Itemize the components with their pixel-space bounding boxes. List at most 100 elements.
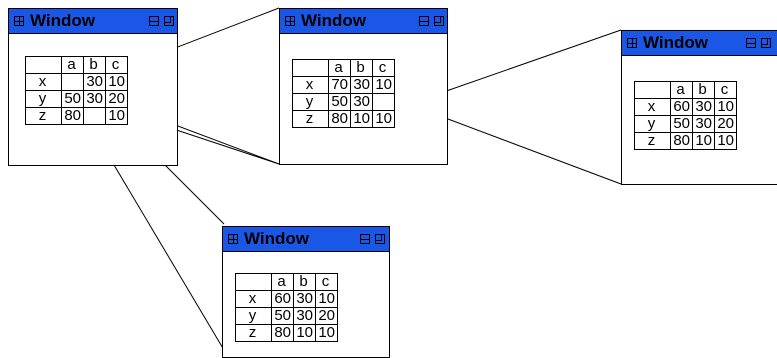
window-grid-icon <box>627 38 637 48</box>
table-cell[interactable]: 10 <box>714 98 737 116</box>
table-row: x 60 30 10 <box>235 290 338 308</box>
window-grid-icon <box>228 234 238 244</box>
column-header: c <box>714 81 737 99</box>
table-row: x 60 30 10 <box>634 98 737 116</box>
window-titlebar[interactable]: Window <box>622 31 777 56</box>
table-cell[interactable]: 30 <box>692 115 715 133</box>
table-cell[interactable]: 70 <box>328 76 351 94</box>
window-title: Window <box>244 229 309 248</box>
table-cell[interactable]: 10 <box>315 324 338 342</box>
row-header: x <box>25 73 62 91</box>
table-cell[interactable]: 30 <box>692 98 715 116</box>
restore-icon[interactable] <box>434 16 444 26</box>
table-cell[interactable]: 30 <box>293 290 316 308</box>
table-cell[interactable]: 30 <box>350 76 373 94</box>
table-cell[interactable]: 30 <box>83 90 106 108</box>
table-cell[interactable]: 50 <box>670 115 693 133</box>
table-row: x 70 30 10 <box>292 76 395 94</box>
table-cell[interactable]: 30 <box>350 93 373 111</box>
minimize-icon[interactable] <box>360 234 370 244</box>
column-header: c <box>105 56 128 74</box>
row-header: z <box>25 107 62 125</box>
row-header: x <box>634 98 671 116</box>
table-cell[interactable]: 10 <box>692 132 715 150</box>
row-header: y <box>235 307 272 325</box>
window-titlebar[interactable]: Window <box>9 9 177 34</box>
table-row: z 80 10 <box>25 107 128 125</box>
column-header: b <box>350 59 373 77</box>
table-cell[interactable]: 10 <box>714 132 737 150</box>
table-header-row: a b c <box>235 273 338 291</box>
table-cell[interactable]: 30 <box>83 73 106 91</box>
window-3[interactable]: Window a b c x 60 30 10 y 50 30 20 z 80 … <box>621 30 777 185</box>
data-table: a b c x 30 10 y 50 30 20 z 80 10 <box>25 56 128 125</box>
table-cell[interactable]: 80 <box>61 107 84 125</box>
table-cell[interactable]: 50 <box>328 93 351 111</box>
column-header: b <box>692 81 715 99</box>
table-cell[interactable]: 20 <box>714 115 737 133</box>
window-titlebar[interactable]: Window <box>223 227 389 252</box>
column-header: b <box>83 56 106 74</box>
table-cell[interactable]: 50 <box>271 307 294 325</box>
table-cell[interactable]: 10 <box>105 73 128 91</box>
table-row: x 30 10 <box>25 73 128 91</box>
column-header: c <box>315 273 338 291</box>
table-cell[interactable]: 60 <box>271 290 294 308</box>
table-row: y 50 30 20 <box>25 90 128 108</box>
window-title: Window <box>643 33 708 52</box>
corner-cell <box>235 273 272 291</box>
row-header: x <box>292 76 329 94</box>
table-cell[interactable]: 20 <box>105 90 128 108</box>
connector-line <box>431 29 622 97</box>
minimize-icon[interactable] <box>419 16 429 26</box>
table-cell[interactable] <box>83 107 106 125</box>
window-title: Window <box>301 11 366 30</box>
column-header: b <box>293 273 316 291</box>
table-cell[interactable]: 10 <box>105 107 128 125</box>
row-header: y <box>25 90 62 108</box>
restore-icon[interactable] <box>761 38 771 48</box>
corner-cell <box>634 81 671 99</box>
table-cell[interactable]: 80 <box>670 132 693 150</box>
table-cell[interactable]: 60 <box>670 98 693 116</box>
window-grid-icon <box>14 16 24 26</box>
restore-icon[interactable] <box>375 234 385 244</box>
table-cell[interactable]: 10 <box>372 110 395 128</box>
row-header: x <box>235 290 272 308</box>
window-title: Window <box>30 11 95 30</box>
data-table: a b c x 60 30 10 y 50 30 20 z 80 10 10 <box>235 273 338 342</box>
window-grid-icon <box>285 16 295 26</box>
table-cell[interactable]: 30 <box>293 307 316 325</box>
minimize-icon[interactable] <box>149 16 159 26</box>
minimize-icon[interactable] <box>746 38 756 48</box>
table-cell[interactable]: 20 <box>315 307 338 325</box>
table-row: y 50 30 20 <box>235 307 338 325</box>
restore-icon[interactable] <box>164 16 174 26</box>
table-row: z 80 10 10 <box>292 110 395 128</box>
row-header: y <box>292 93 329 111</box>
connector-line <box>431 112 622 185</box>
table-cell[interactable]: 10 <box>350 110 373 128</box>
data-table: a b c x 60 30 10 y 50 30 20 z 80 10 10 <box>634 81 737 150</box>
row-header: z <box>634 132 671 150</box>
table-cell[interactable]: 50 <box>61 90 84 108</box>
window-4[interactable]: Window a b c x 60 30 10 y 50 30 20 z 80 … <box>222 226 390 358</box>
window-1[interactable]: Window a b c x 30 10 y 50 30 20 z 80 10 <box>8 8 178 166</box>
connector-line <box>97 137 225 351</box>
table-cell[interactable]: 10 <box>315 290 338 308</box>
table-cell[interactable] <box>372 93 395 111</box>
table-row: y 50 30 <box>292 93 395 111</box>
corner-cell <box>292 59 329 77</box>
window-2[interactable]: Window a b c x 70 30 10 y 50 30 z 80 10 … <box>279 8 448 165</box>
table-cell[interactable]: 10 <box>372 76 395 94</box>
corner-cell <box>25 56 62 74</box>
table-row: y 50 30 20 <box>634 115 737 133</box>
column-header: a <box>61 56 84 74</box>
window-titlebar[interactable]: Window <box>280 9 447 34</box>
column-header: a <box>670 81 693 99</box>
row-header: y <box>634 115 671 133</box>
table-cell[interactable]: 80 <box>328 110 351 128</box>
table-cell[interactable]: 10 <box>293 324 316 342</box>
table-cell[interactable] <box>61 73 84 91</box>
table-cell[interactable]: 80 <box>271 324 294 342</box>
